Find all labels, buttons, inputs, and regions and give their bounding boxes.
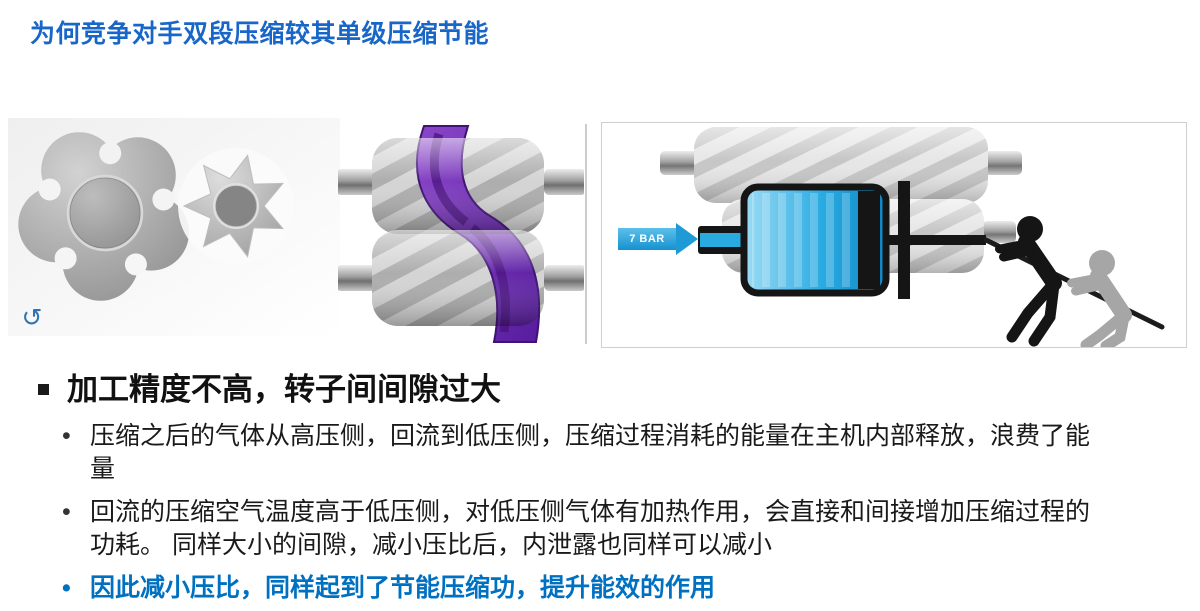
- male-rotor: [18, 132, 189, 301]
- inlet-tube: [698, 226, 750, 254]
- pressure-arrow: 7 BAR: [618, 223, 698, 255]
- top-rotor-shading: [372, 138, 544, 234]
- compression-loss-drawing: [660, 127, 1165, 347]
- bottom-rotor-shading: [372, 230, 544, 326]
- pressure-arrow-label: 7 BAR: [629, 233, 665, 245]
- pressure-arrow-head-icon: [676, 223, 698, 255]
- bullet-heading: 加工精度不高，转子间间隙过大: [67, 372, 501, 407]
- bullet-item-text: 回流的压缩空气温度高于低压侧，对低压侧气体有加热作用，会直接和间接增加压缩过程的…: [90, 498, 1091, 559]
- gate-rotor: [178, 148, 294, 264]
- figure-divider: [585, 124, 587, 344]
- pressure-cylinder: [740, 183, 890, 297]
- rotor-cross-section-figure: [8, 118, 340, 336]
- rotor-shafts: [338, 169, 584, 291]
- screw-rotor-pair-figure: [338, 125, 584, 343]
- bullet-item: • 压缩之后的气体从高压侧，回流到低压侧，压缩过程消耗的能量在主机内部释放，浪费…: [62, 420, 1174, 486]
- pulling-figure-black: [995, 216, 1062, 347]
- bullet-content: 加工精度不高，转子间间隙过大 • 压缩之后的气体从高压侧，回流到低压侧，压缩过程…: [34, 370, 1174, 605]
- bullet-item-text: 压缩之后的气体从高压侧，回流到低压侧，压缩过程消耗的能量在主机内部释放，浪费了能…: [90, 422, 1091, 483]
- piston-rod: [886, 181, 986, 299]
- heading-bullet-marker: [38, 384, 49, 395]
- bullet-item-emphasis: • 因此减小压比，同样起到了节能压缩功，提升能效的作用: [62, 572, 1174, 605]
- pulling-figure-gray: [1067, 250, 1132, 347]
- bullet-heading-row: 加工精度不高，转子间间隙过大: [34, 370, 1174, 410]
- compression-loss-figure: 7 BAR: [601, 122, 1187, 348]
- bullet-marker: •: [62, 498, 71, 526]
- bullet-marker: •: [62, 574, 71, 602]
- bullet-item-text: 因此减小压比，同样起到了节能压缩功，提升能效的作用: [90, 574, 716, 602]
- bullet-item: • 回流的压缩空气温度高于低压侧，对低压侧气体有加热作用，会直接和间接增加压缩过…: [62, 496, 1174, 562]
- bullet-marker: •: [62, 422, 71, 450]
- slide-title: 为何竞争对手双段压缩较其单级压缩节能: [30, 20, 490, 48]
- replay-rotation-icon[interactable]: ↺: [21, 304, 43, 332]
